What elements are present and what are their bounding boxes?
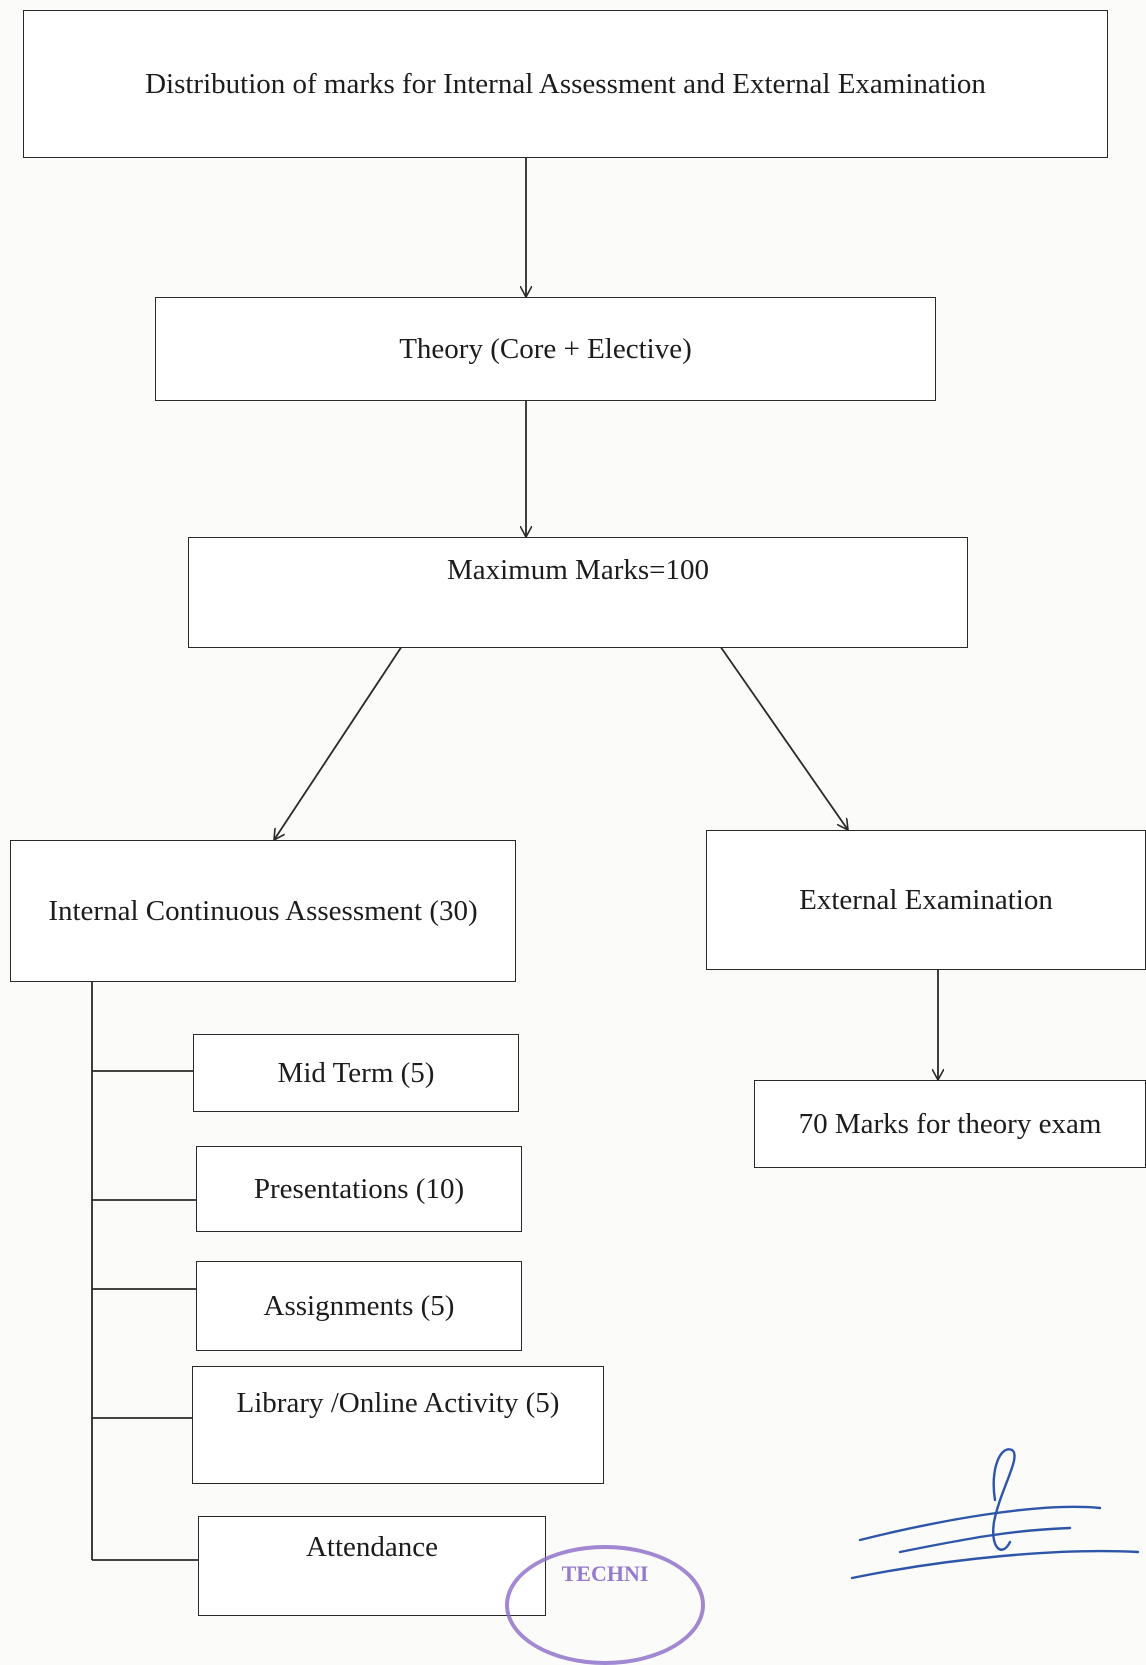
external-examination-text: External Examination	[799, 883, 1053, 916]
arrow-max-to-internal	[274, 645, 403, 840]
component-library-online: Library /Online Activity (5)	[192, 1366, 604, 1484]
title-text: Distribution of marks for Internal Asses…	[145, 67, 986, 100]
component-assignments: Assignments (5)	[196, 1261, 522, 1351]
seal-text: TECHNI	[561, 1561, 649, 1586]
theory-text: Theory (Core + Elective)	[399, 332, 692, 365]
library-online-text: Library /Online Activity (5)	[236, 1387, 560, 1419]
max-marks-text: Maximum Marks=100	[446, 554, 710, 586]
institution-seal: TECHNI	[505, 1545, 705, 1665]
component-mid-term: Mid Term (5)	[193, 1034, 519, 1112]
component-presentations: Presentations (10)	[196, 1146, 522, 1232]
internal-assessment-box: Internal Continuous Assessment (30)	[10, 840, 516, 982]
internal-assessment-text: Internal Continuous Assessment (30)	[48, 894, 478, 927]
external-marks-box: 70 Marks for theory exam	[754, 1080, 1146, 1168]
external-marks-text: 70 Marks for theory exam	[798, 1107, 1102, 1140]
presentations-text: Presentations (10)	[253, 1172, 465, 1205]
arrow-max-to-external	[719, 645, 848, 830]
signature-mark	[850, 1448, 1140, 1580]
attendance-text: Attendance	[305, 1531, 439, 1563]
assignments-text: Assignments (5)	[263, 1289, 455, 1322]
external-examination-box: External Examination	[706, 830, 1146, 970]
title-box: Distribution of marks for Internal Asses…	[23, 10, 1108, 158]
theory-box: Theory (Core + Elective)	[155, 297, 936, 401]
mid-term-text: Mid Term (5)	[277, 1056, 435, 1089]
component-attendance: Attendance	[198, 1516, 546, 1616]
max-marks-box: Maximum Marks=100	[188, 537, 968, 648]
connector-lines	[91, 156, 1146, 1561]
